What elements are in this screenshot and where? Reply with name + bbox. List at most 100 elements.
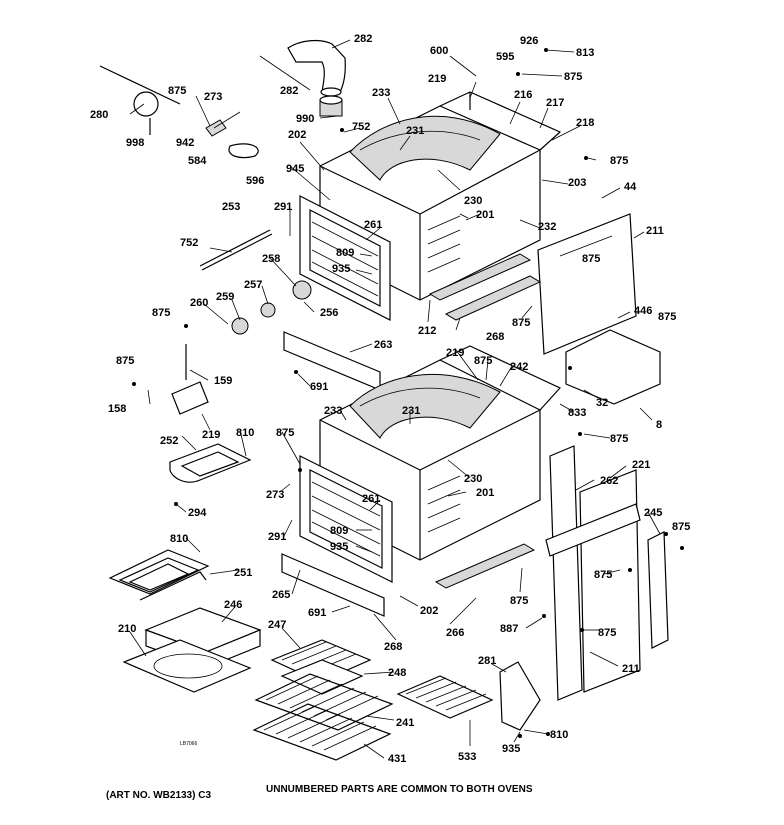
callout-291b: 291 <box>268 531 286 543</box>
callout-203: 203 <box>568 177 586 189</box>
callout-261a: 261 <box>364 219 382 231</box>
callout-259: 259 <box>216 291 234 303</box>
callout-202b: 202 <box>420 605 438 617</box>
callout-809b: 809 <box>330 525 348 537</box>
lower-vent-strip <box>434 543 536 589</box>
callout-232: 232 <box>538 221 556 233</box>
side-panel-221 <box>545 469 641 693</box>
callout-813: 813 <box>576 47 594 59</box>
callout-219c: 219 <box>202 429 220 441</box>
callout-233b: 233 <box>324 405 342 417</box>
callout-596: 596 <box>246 175 264 187</box>
callout-942: 942 <box>176 137 194 149</box>
callout-231b: 231 <box>402 405 420 417</box>
callout-875c: 875 <box>610 155 628 167</box>
callout-210: 210 <box>118 623 136 635</box>
callout-294: 294 <box>188 507 207 519</box>
bracket-219 <box>171 344 209 415</box>
callout-282a: 282 <box>354 33 372 45</box>
callout-212: 212 <box>418 325 436 337</box>
callout-533: 533 <box>458 751 476 763</box>
callout-887: 887 <box>500 623 518 635</box>
callout-221: 221 <box>632 459 650 471</box>
upper-oven-cavity <box>299 91 562 321</box>
callout-875a: 875 <box>564 71 582 83</box>
callout-875b: 875 <box>168 85 186 97</box>
callout-945: 945 <box>286 163 304 175</box>
callout-246a: 246 <box>224 599 242 611</box>
callout-261b: 261 <box>362 493 380 505</box>
vent-duct-part <box>287 39 346 117</box>
tray-210 <box>122 639 252 693</box>
callout-231a: 231 <box>406 125 424 137</box>
trim-channel-263 <box>283 331 381 391</box>
callout-595: 595 <box>496 51 514 63</box>
callout-833: 833 <box>568 407 586 419</box>
upper-side-panel <box>537 213 637 355</box>
leader-lines <box>129 39 661 759</box>
callout-273b: 273 <box>266 489 284 501</box>
callout-262: 262 <box>600 475 618 487</box>
callout-282b: 282 <box>280 85 298 97</box>
callout-265: 265 <box>272 589 290 601</box>
callout-256: 256 <box>320 307 338 319</box>
callout-219a: 219 <box>428 73 446 85</box>
callout-202a: 202 <box>288 129 306 141</box>
callout-935a: 935 <box>332 263 350 275</box>
callout-242: 242 <box>510 361 528 373</box>
fan-assembly <box>231 280 312 335</box>
common-parts-note: UNNUMBERED PARTS ARE COMMON TO BOTH OVEN… <box>266 784 533 795</box>
hinge-281 <box>499 661 541 731</box>
upper-vent-strips <box>428 253 542 321</box>
callout-584: 584 <box>188 155 207 167</box>
callout-44: 44 <box>624 181 637 193</box>
callout-431: 431 <box>388 753 406 765</box>
callout-241: 241 <box>396 717 414 729</box>
callout-268b: 268 <box>384 641 402 653</box>
figure-tag: LB7066 <box>180 741 197 747</box>
oven-rack-431 <box>252 703 392 761</box>
oven-rack-241 <box>254 673 394 731</box>
callout-245: 245 <box>644 507 662 519</box>
callout-32: 32 <box>596 397 608 409</box>
callout-691a: 691 <box>310 381 328 393</box>
callout-247: 247 <box>268 619 286 631</box>
callout-875j: 875 <box>276 427 294 439</box>
callout-233a: 233 <box>372 87 390 99</box>
callout-752b: 752 <box>180 237 198 249</box>
callout-875n: 875 <box>598 627 616 639</box>
callout-266: 266 <box>446 627 464 639</box>
callout-875h: 875 <box>474 355 492 367</box>
strip-245 <box>647 531 669 649</box>
side-strip-262 <box>549 445 583 701</box>
callout-600: 600 <box>430 45 448 57</box>
rack-533 <box>396 675 494 719</box>
bake-element-252 <box>169 443 252 483</box>
callout-281: 281 <box>478 655 496 667</box>
callout-935b: 935 <box>330 541 348 553</box>
callout-810b: 810 <box>170 533 188 545</box>
callout-159: 159 <box>214 375 232 387</box>
callout-875i: 875 <box>610 433 628 445</box>
callout-875e: 875 <box>658 311 676 323</box>
callout-260: 260 <box>190 297 208 309</box>
trim-channel-265 <box>281 553 385 617</box>
hardware-screws <box>132 48 684 738</box>
callout-280: 280 <box>90 109 108 121</box>
callout-158: 158 <box>108 403 126 415</box>
callout-875d: 875 <box>582 253 600 265</box>
callout-201a: 201 <box>476 209 494 221</box>
callout-291a: 291 <box>274 201 292 213</box>
callout-248: 248 <box>388 667 406 679</box>
callout-935c: 935 <box>502 743 520 755</box>
callout-810a: 810 <box>236 427 254 439</box>
sensor-bracket-part <box>205 119 259 159</box>
thermostat-part <box>99 65 181 135</box>
mounting-bracket-446 <box>565 329 661 405</box>
callout-201b: 201 <box>476 487 494 499</box>
callout-251: 251 <box>234 567 252 579</box>
callout-875l: 875 <box>594 569 612 581</box>
callout-446: 446 <box>634 305 652 317</box>
callout-926: 926 <box>520 35 538 47</box>
